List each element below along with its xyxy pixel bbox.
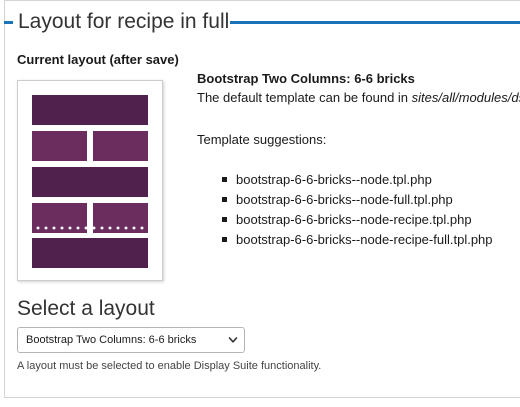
layout-preview-image [17, 80, 163, 281]
template-suggestion-text: bootstrap-6-6-bricks--node.tpl.php [236, 172, 432, 187]
layout-name: Bootstrap Two Columns: 6-6 bricks [197, 71, 415, 86]
preview-brick-bottom [32, 238, 148, 268]
template-suggestion-item: bootstrap-6-6-bricks--node-full.tpl.php [197, 190, 520, 210]
template-suggestion-item: bootstrap-6-6-bricks--node.tpl.php [197, 170, 520, 190]
layout-template-path: sites/all/modules/ds [411, 90, 520, 105]
layout-fieldset [4, 0, 520, 398]
preview-brick-top [32, 95, 148, 125]
select-layout-heading: Select a layout [17, 297, 155, 320]
template-suggestions-label: Template suggestions: [197, 132, 327, 147]
bullet-icon [222, 217, 227, 222]
template-suggestions-list: bootstrap-6-6-bricks--node.tpl.php boots… [197, 170, 520, 250]
bullet-icon [222, 177, 227, 182]
template-suggestion-text: bootstrap-6-6-bricks--node-recipe-full.t… [236, 232, 493, 247]
layout-info: Bootstrap Two Columns: 6-6 bricks The de… [197, 70, 520, 250]
layout-select[interactable]: Bootstrap Two Columns: 6-6 bricks [17, 327, 245, 353]
chevron-down-icon [228, 337, 238, 343]
fieldset-title: Layout for recipe in full [18, 8, 234, 36]
layout-description: The default template can be found in sit… [197, 89, 520, 106]
layout-select-value: Bootstrap Two Columns: 6-6 bricks [26, 334, 197, 346]
select-layout-help-text: A layout must be selected to enable Disp… [17, 360, 322, 372]
bullet-icon [222, 197, 227, 202]
preview-brick-right-1 [93, 131, 148, 161]
preview-brick-left-1 [32, 131, 87, 161]
template-suggestion-text: bootstrap-6-6-bricks--node-recipe.tpl.ph… [236, 212, 472, 227]
preview-dotted-divider [34, 226, 148, 230]
preview-brick-middle [32, 167, 148, 197]
legend-accent-tick [4, 21, 13, 24]
layout-description-text: The default template can be found in [197, 90, 412, 105]
template-suggestion-item: bootstrap-6-6-bricks--node-recipe-full.t… [197, 230, 520, 250]
legend-accent-line [230, 21, 520, 24]
fieldset-legend: Layout for recipe in full [0, 8, 520, 36]
template-suggestion-item: bootstrap-6-6-bricks--node-recipe.tpl.ph… [197, 210, 520, 230]
template-suggestion-text: bootstrap-6-6-bricks--node-full.tpl.php [236, 192, 453, 207]
bullet-icon [222, 237, 227, 242]
current-layout-label: Current layout (after save) [17, 52, 179, 67]
